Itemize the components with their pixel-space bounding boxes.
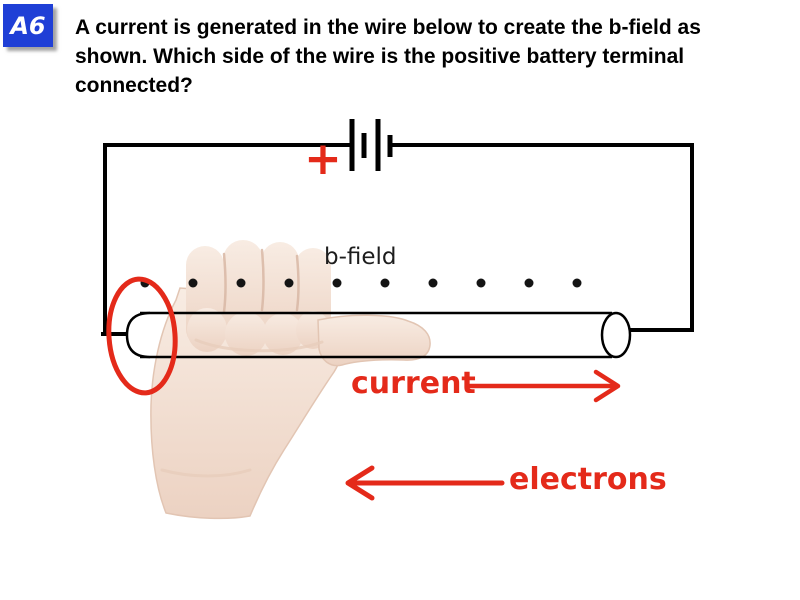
b-field-dot bbox=[236, 278, 246, 288]
b-field-label: b-field bbox=[324, 244, 397, 270]
circuit-wires bbox=[101, 143, 694, 336]
b-field-dot bbox=[524, 278, 534, 288]
question-text: A current is generated in the wire below… bbox=[75, 13, 701, 100]
b-field-dot bbox=[284, 278, 294, 288]
electrons-label: electrons bbox=[509, 462, 667, 497]
highlight-ellipse bbox=[106, 276, 178, 396]
b-field-dot bbox=[572, 278, 582, 288]
right-hand-image bbox=[150, 240, 431, 520]
b-field-dots bbox=[140, 278, 582, 288]
question-line: A current is generated in the wire below… bbox=[75, 16, 701, 39]
slide-number-badge: A6 bbox=[3, 4, 53, 47]
tube-right-cap bbox=[600, 311, 632, 359]
positive-terminal-label: + bbox=[304, 132, 342, 185]
question-line: connected? bbox=[75, 74, 193, 97]
battery-icon bbox=[349, 119, 393, 171]
wire-tube bbox=[125, 311, 632, 359]
current-label: current bbox=[351, 366, 476, 401]
electrons-left-arrow-icon bbox=[345, 465, 505, 501]
b-field-dot bbox=[476, 278, 486, 288]
tube-left-cap bbox=[125, 311, 151, 359]
b-field-dot bbox=[380, 278, 390, 288]
b-field-dot bbox=[428, 278, 438, 288]
question-line: shown. Which side of the wire is the pos… bbox=[75, 45, 685, 68]
b-field-dot bbox=[332, 278, 342, 288]
current-right-arrow-icon bbox=[467, 369, 621, 403]
b-field-dot bbox=[188, 278, 198, 288]
